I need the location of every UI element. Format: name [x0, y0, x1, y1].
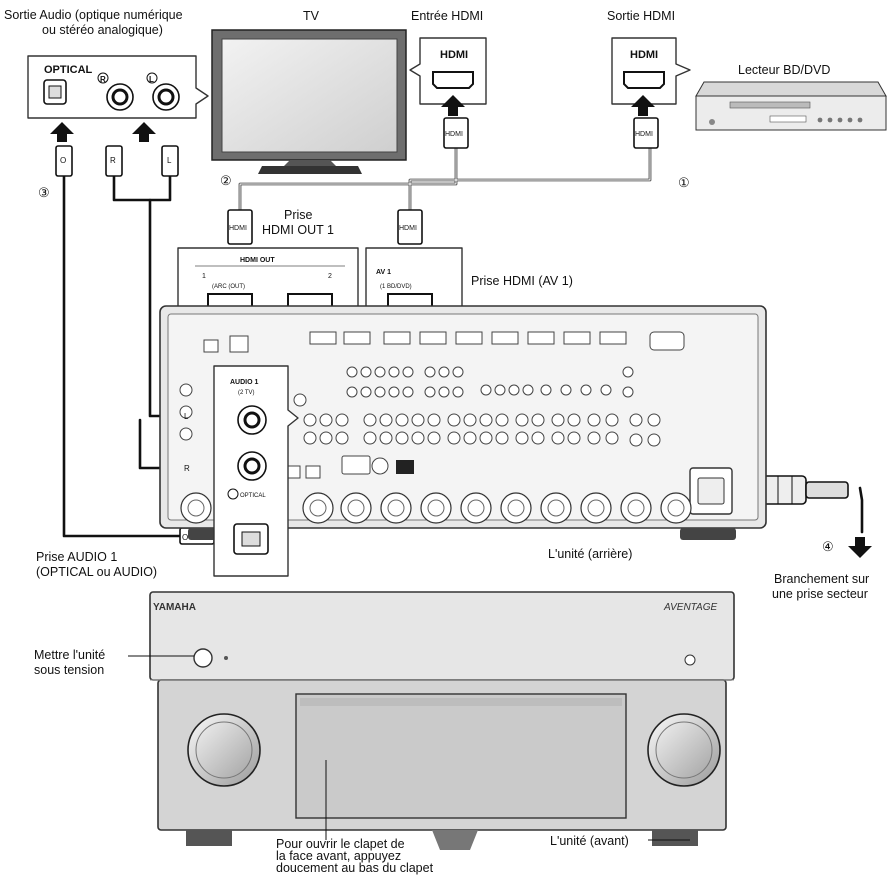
callout-optical-small: OPTICAL [240, 493, 266, 499]
plug-hdmi-1: HDMI [445, 131, 463, 138]
label-jack-hdmi-out1-b: HDMI OUT 1 [262, 223, 334, 237]
callout-av1: AV 1 [376, 269, 391, 276]
plug-hdmi-2: HDMI [635, 131, 653, 138]
label-unit-front: L'unité (avant) [550, 834, 629, 848]
label-step3: ③ [38, 185, 50, 200]
label-tv: TV [303, 9, 319, 23]
plug-l: L [167, 156, 172, 165]
label-flap-c: doucement au bas du clapet [276, 861, 434, 875]
callout-out2: 2 [328, 273, 332, 280]
callout-l: L [149, 75, 154, 84]
label-jack-audio1-b: (OPTICAL ou AUDIO) [36, 565, 158, 579]
plug-r-rear: R [184, 464, 190, 473]
receiver-rear [159, 305, 767, 540]
leader-lines [128, 655, 690, 841]
plug-r: R [110, 156, 116, 165]
audio-out-callout [27, 55, 209, 119]
bd-dvd-player [695, 81, 887, 131]
callout-tv-sub: (2 TV) [238, 390, 255, 396]
label-step4: ④ [822, 539, 834, 554]
label-jack-hdmi-out1-a: Prise [284, 208, 313, 222]
hdmi-out-callout [611, 37, 691, 105]
brand-yamaha: YAMAHA [153, 602, 196, 613]
plug-l-rear: L [184, 412, 189, 421]
label-audio-out: Sortie Audio (optique numérique [4, 8, 183, 22]
callout-out1: 1 [202, 273, 206, 280]
label-flap-a: Pour ouvrir le clapet de [276, 837, 405, 851]
label-player: Lecteur BD/DVD [738, 63, 831, 77]
audio1-panel-callout [213, 365, 299, 577]
label-step1: ① [678, 175, 690, 190]
plug-o-rear: O [182, 533, 188, 542]
callout-hdmi-tv: HDMI [440, 49, 468, 61]
label-power-a: Branchement sur [774, 572, 870, 586]
label-step2: ② [220, 173, 232, 188]
label-power-on-b: sous tension [34, 663, 105, 677]
label-jack-hdmi-av1: Prise HDMI (AV 1) [471, 274, 573, 288]
plug-o: O [60, 156, 66, 165]
hdmi-in-callout [409, 37, 487, 105]
callout-optical: OPTICAL [44, 64, 93, 76]
callout-r: R [100, 75, 106, 84]
label-unit-rear: L'unité (arrière) [548, 547, 633, 561]
label-hdmi-in: Entrée HDMI [411, 9, 484, 23]
brand-aventage: AVENTAGE [663, 602, 717, 613]
plug-hdmi-3: HDMI [229, 225, 247, 232]
receiver-front [149, 591, 735, 850]
tv [211, 29, 407, 174]
plug-hdmi-4: HDMI [399, 225, 417, 232]
callout-hdmi-out-title: HDMI OUT [240, 257, 275, 264]
label-hdmi-out-player: Sortie HDMI [607, 9, 676, 23]
label-flap-b: la face avant, appuyez [276, 849, 402, 863]
callout-audio1: AUDIO 1 [230, 379, 259, 386]
callout-hdmi-player: HDMI [630, 49, 658, 61]
callout-bd-dvd: (1 BD/DVD) [380, 284, 412, 290]
label-audio-out-2: ou stéréo analogique) [42, 23, 163, 37]
label-jack-audio1-a: Prise AUDIO 1 [36, 550, 118, 564]
callout-arc: (ARC (OUT) [212, 284, 245, 290]
label-power-on-a: Mettre l'unité [34, 648, 106, 662]
label-power-b: une prise secteur [772, 587, 868, 601]
